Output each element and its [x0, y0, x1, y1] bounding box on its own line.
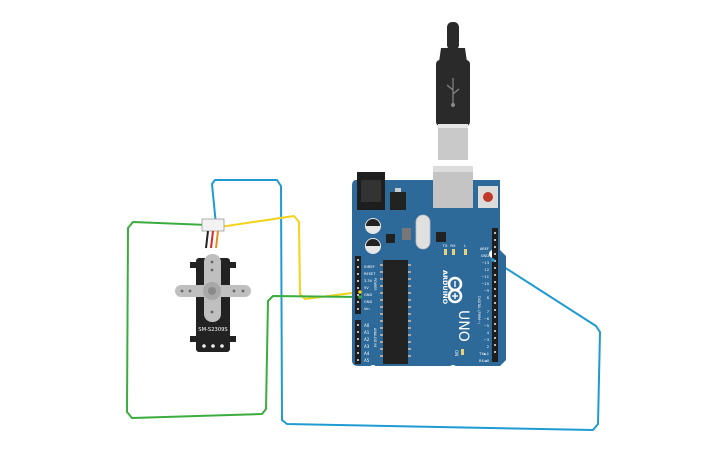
wire-endpoint-5v — [358, 290, 362, 294]
svg-text:A0: A0 — [364, 323, 370, 328]
wire-ground-green[interactable] — [126, 221, 361, 419]
svg-text:2: 2 — [487, 345, 489, 349]
servo-connector[interactable] — [201, 218, 225, 232]
digital-header[interactable]: AREF GND ~13 12 ~11 ~10 ~9 8 7 ~6 ~5 4 ~… — [477, 228, 498, 363]
svg-text:GND: GND — [364, 300, 372, 304]
usb-icon — [446, 78, 460, 107]
svg-text:A1: A1 — [364, 330, 370, 335]
svg-text:A5: A5 — [364, 358, 370, 363]
usb-cable[interactable] — [436, 22, 470, 160]
wire-endpoint-pin13 — [491, 258, 495, 262]
svg-text:DIGITAL (PWM~): DIGITAL (PWM~) — [477, 296, 481, 325]
svg-text:POWER: POWER — [373, 278, 377, 291]
svg-text:ANALOG IN: ANALOG IN — [373, 328, 377, 347]
svg-text:GND: GND — [481, 254, 489, 258]
svg-text:RX◄0: RX◄0 — [479, 359, 490, 363]
svg-text:8: 8 — [487, 296, 490, 300]
on-led-label: ON — [454, 350, 459, 356]
svg-text:AREF: AREF — [480, 247, 489, 251]
wire-signal-blue[interactable] — [211, 179, 601, 431]
atmega-microcontroller — [380, 260, 411, 364]
arduino-uno-board[interactable]: TX RX L ARDUINO UNO ON — [352, 166, 506, 373]
arduino-model-label: UNO — [455, 310, 471, 342]
svg-text:Vin: Vin — [364, 307, 370, 311]
status-leds: TX RX L — [442, 243, 467, 255]
svg-text:TX: TX — [442, 243, 448, 248]
arduino-brand-label: ARDUINO — [441, 270, 449, 305]
svg-text:~13: ~13 — [481, 261, 489, 265]
svg-text:RESET: RESET — [364, 272, 376, 276]
svg-text:3.3V: 3.3V — [364, 279, 373, 283]
svg-text:~10: ~10 — [481, 282, 489, 286]
wire-endpoint-gnd — [358, 295, 362, 299]
power-header[interactable]: IOREF RESET 3.3V 5V GND GND Vin POWER — [355, 256, 377, 314]
svg-text:A4: A4 — [364, 351, 370, 356]
svg-text:~11: ~11 — [481, 275, 489, 279]
servo-motor[interactable]: SM-S2309S — [175, 218, 251, 352]
arduino-logo — [447, 276, 463, 304]
svg-text:7: 7 — [487, 310, 489, 314]
usb-socket — [433, 166, 473, 208]
svg-text:A2: A2 — [364, 337, 370, 342]
svg-text:IOREF: IOREF — [364, 265, 375, 269]
svg-text:~3: ~3 — [484, 338, 489, 342]
servo-horn[interactable] — [175, 254, 251, 322]
svg-text:12: 12 — [484, 268, 489, 272]
svg-text:~6: ~6 — [484, 317, 490, 321]
svg-text:~9: ~9 — [484, 289, 490, 293]
wire-power-yellow[interactable] — [219, 215, 361, 300]
svg-text:A3: A3 — [364, 344, 370, 349]
reset-button[interactable] — [478, 186, 498, 208]
svg-text:L: L — [464, 243, 467, 248]
svg-text:GND: GND — [364, 293, 372, 297]
svg-text:TX►1: TX►1 — [478, 352, 489, 356]
svg-text:5V: 5V — [364, 286, 369, 290]
svg-text:4: 4 — [487, 331, 490, 335]
svg-text:RX: RX — [450, 243, 456, 248]
svg-text:~5: ~5 — [484, 324, 489, 328]
servo-model-label: SM-S2309S — [198, 327, 227, 333]
analog-header[interactable]: A0 A1 A2 A3 A4 A5 ANALOG IN — [355, 320, 377, 364]
